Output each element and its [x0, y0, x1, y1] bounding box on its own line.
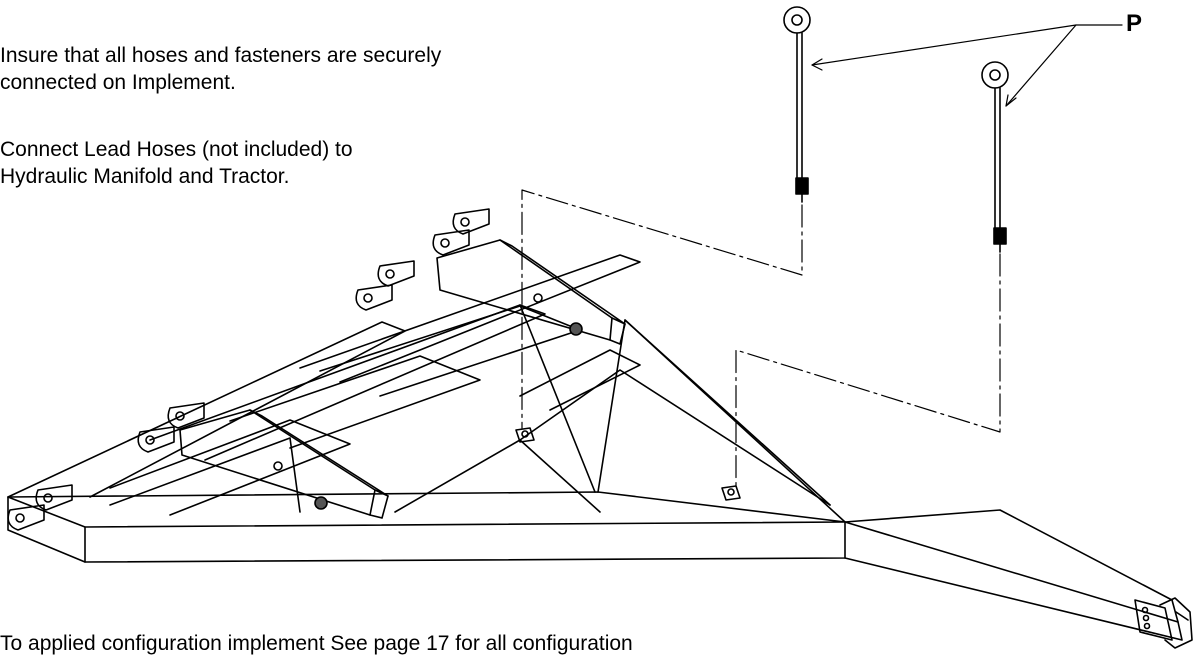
instruction-configuration-note: To applied configuration implement See p… [0, 632, 633, 655]
pin-receivers [515, 427, 741, 501]
hinge-lugs [7, 208, 490, 531]
hitch-pin-right [981, 61, 1009, 253]
phantom-lines [521, 189, 1001, 489]
mounting-plates [179, 239, 626, 519]
bolts [314, 322, 583, 510]
instruction-secure-hoses: Insure that all hoses and fasteners are … [0, 44, 442, 94]
callout-label-p: P [1126, 10, 1143, 37]
callout-leader-lines [811, 24, 1123, 107]
hitch-pin-left [783, 6, 811, 203]
instruction-connect-lead-hoses: Connect Lead Hoses (not included) to Hyd… [0, 138, 353, 188]
main-frame [7, 254, 846, 563]
tongue [844, 509, 1193, 649]
